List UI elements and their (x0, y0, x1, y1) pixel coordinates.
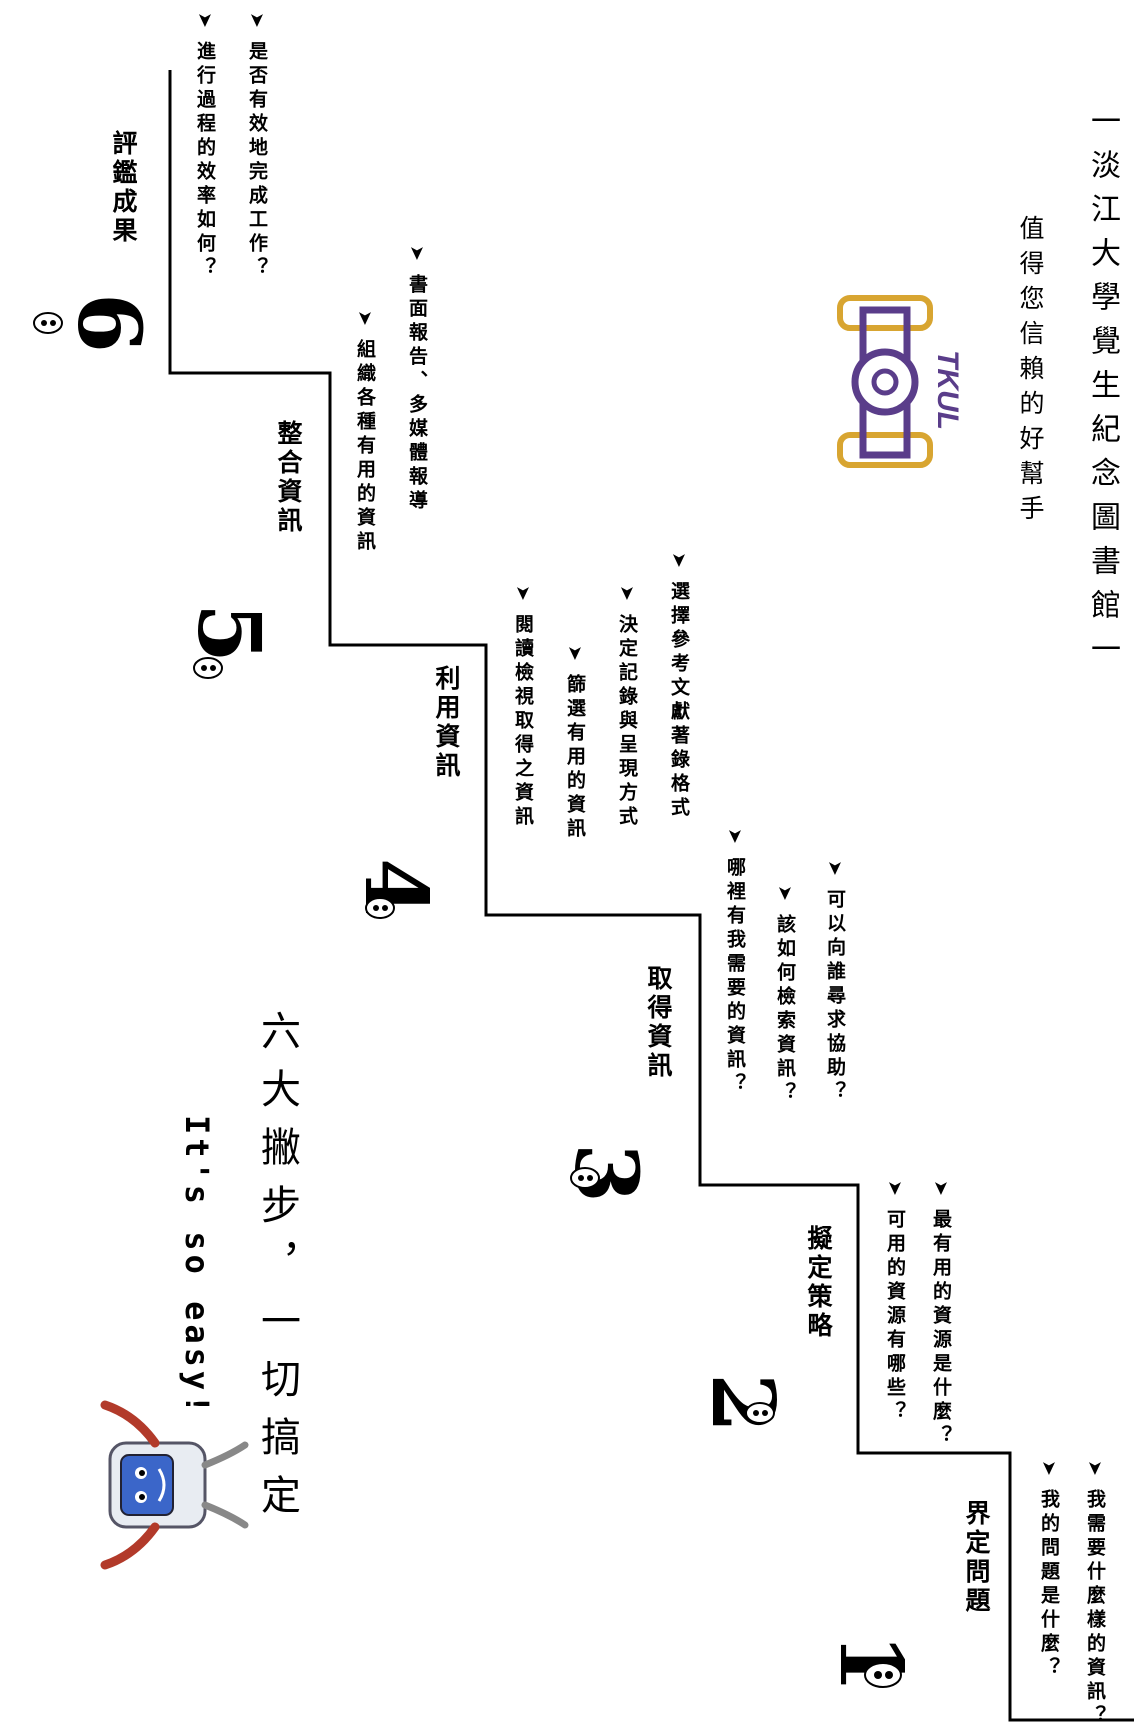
step-6-bullet: ➤是否有效地完成工作？ (244, 12, 271, 281)
step-1-figure-icon (858, 1652, 908, 1698)
step-6-title: 評鑑成果 (105, 130, 141, 246)
computer-mascot-icon (60, 1390, 260, 1580)
step-2-bullet: ➤最有用的資源是什麼？ (928, 1180, 955, 1449)
step-4-bullet: ➤篩選有用的資訊 (562, 645, 589, 842)
step-3-figure-icon (565, 1160, 605, 1196)
tkul-logo: TKUL (828, 290, 978, 475)
step-1-bullet: ➤我的問題是什麼？ (1036, 1460, 1063, 1681)
step-1-title: 界定問題 (958, 1500, 994, 1616)
step-4-figure-icon (360, 890, 400, 926)
step-4-bullet: ➤選擇參考文獻著錄格式 (666, 552, 693, 821)
step-1-bullet: ➤我需要什麼樣的資訊？ (1082, 1460, 1109, 1729)
step-2-figure-icon (740, 1395, 780, 1431)
step-5-figure-icon (188, 650, 228, 686)
step-6-number: 6 (65, 293, 151, 353)
step-6-figure-icon (28, 305, 68, 341)
step-3-bullet: ➤哪裡有我需要的資訊？ (722, 828, 749, 1097)
footer-tagline: 值得您信賴的好幫手 (1012, 215, 1048, 530)
slogan-chinese: 六大撇步，一切搞定 (248, 1010, 306, 1532)
step-3-bullet: ➤可以向誰尋求協助？ (822, 860, 849, 1105)
step-2-title: 擬定策略 (800, 1225, 836, 1341)
step-4-bullet: ➤閱讀檢視取得之資訊 (510, 585, 537, 830)
step-3-title: 取得資訊 (640, 965, 676, 1081)
step-4-bullet: ➤決定記錄與呈現方式 (614, 585, 641, 830)
step-2-bullet: ➤可用的資源有哪些？ (882, 1180, 909, 1425)
step-5-bullet: ➤組織各種有用的資訊 (352, 310, 379, 555)
step-3-bullet: ➤該如何檢索資訊？ (772, 885, 799, 1106)
step-5-title: 整合資訊 (270, 420, 306, 536)
slogan-english: It's so easy! (178, 1115, 216, 1417)
footer-library-name: 一淡江大學覺生紀念圖書館一 (1080, 105, 1124, 677)
step-6-bullet: ➤進行過程的效率如何？ (192, 12, 219, 281)
tkul-logo-text: TKUL (931, 350, 964, 430)
step-5-bullet: ➤書面報告、多媒體報導 (404, 245, 431, 514)
step-4-title: 利用資訊 (428, 665, 464, 781)
